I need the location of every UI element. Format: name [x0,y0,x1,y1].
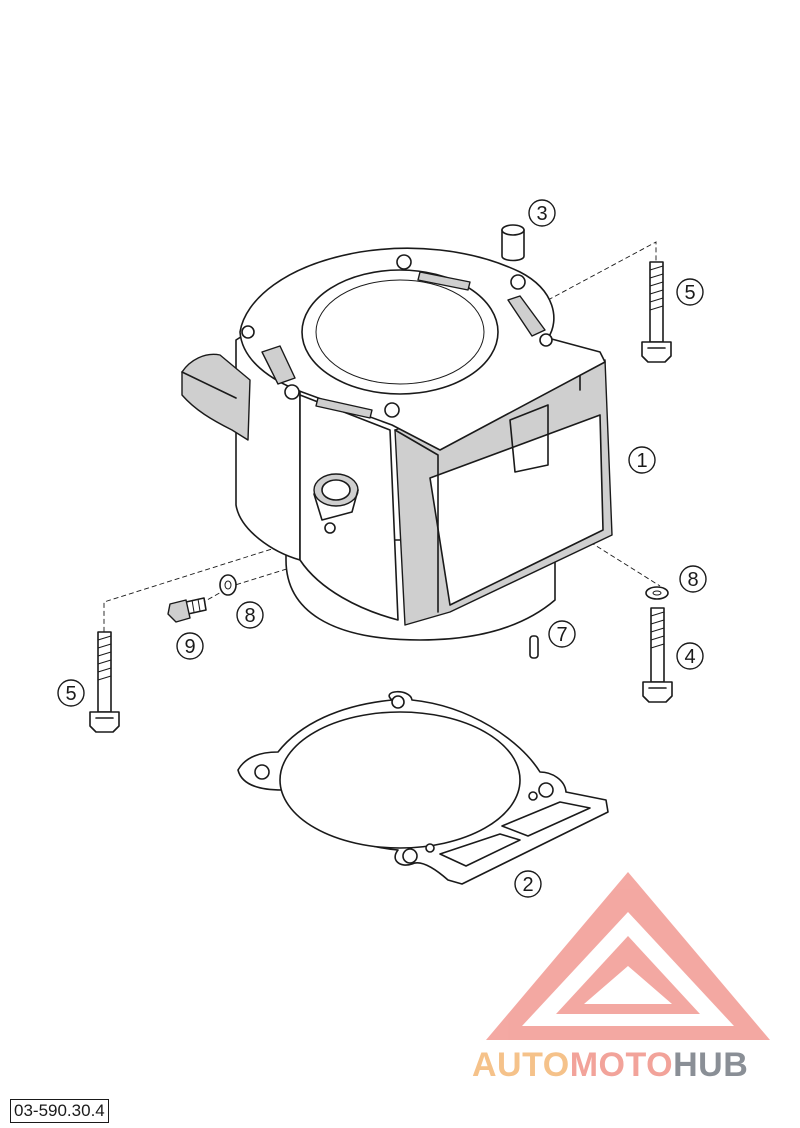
svg-text:2: 2 [522,874,533,896]
pin [529,635,539,659]
plug-screw [167,597,207,623]
watermark-logo [486,872,770,1040]
washer-right [645,586,669,600]
reference-code: 03-590.30.4 [10,1099,109,1123]
svg-text:9: 9 [184,636,195,658]
svg-text:4: 4 [684,646,695,668]
svg-text:8: 8 [687,569,698,591]
callout-8-left: 8 [236,601,264,629]
callout-5-top: 5 [676,278,704,306]
washer-left [219,574,237,596]
base-gasket [237,690,609,885]
watermark-moto: MOTO [569,1046,674,1084]
bolt-top-right [641,261,672,363]
cylinder [181,247,613,641]
svg-text:7: 7 [556,624,567,646]
callout-5-bottom: 5 [57,679,85,707]
svg-text:8: 8 [244,605,255,627]
callout-7: 7 [548,620,576,648]
svg-text:1: 1 [636,450,647,472]
callout-8-right: 8 [679,565,707,593]
callout-4: 4 [676,642,704,670]
callout-3: 3 [528,199,556,227]
callout-1: 1 [628,446,656,474]
watermark-text: AUTOMOTOHUB [472,1046,748,1085]
bolt-right [642,607,673,703]
callout-9: 9 [176,632,204,660]
svg-text:5: 5 [684,282,695,304]
watermark-hub: HUB [673,1046,749,1084]
bolt-bottom-left [89,631,120,733]
dowel-sleeve [501,224,525,262]
svg-text:5: 5 [65,683,76,705]
callout-2: 2 [514,870,542,898]
svg-text:3: 3 [536,203,547,225]
watermark-auto: AUTO [472,1046,570,1084]
